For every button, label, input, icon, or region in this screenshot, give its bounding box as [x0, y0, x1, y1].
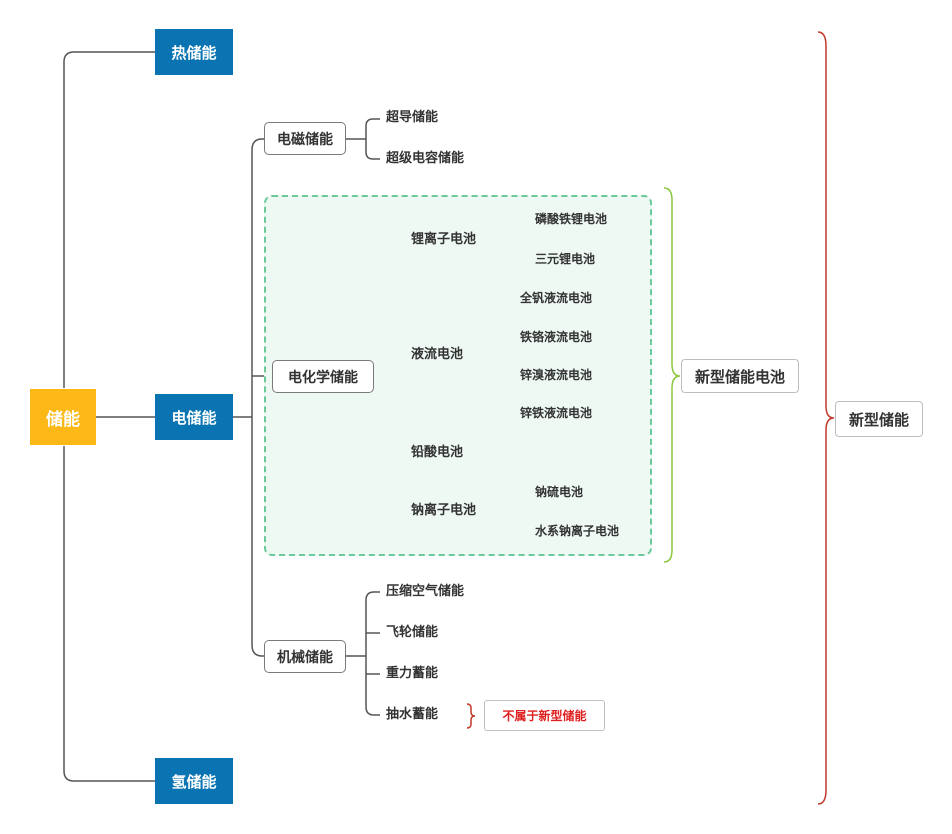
- electric-storage-label: 电储能: [171, 408, 217, 427]
- flow-child-item[interactable]: 锌铁液流电池: [520, 406, 593, 420]
- mechanical-storage-label: 机械储能: [277, 649, 333, 666]
- sodium-child-item[interactable]: 钠硫电池: [535, 485, 584, 499]
- root-node[interactable]: 储能: [30, 389, 96, 445]
- brace-red-small: [466, 703, 476, 729]
- flow-child-item[interactable]: 铁铬液流电池: [520, 330, 593, 344]
- sodium-child-item[interactable]: 水系钠离子电池: [535, 524, 620, 538]
- electromagnetic-child-item[interactable]: 超导储能: [386, 110, 439, 125]
- sodium-ion-battery-node[interactable]: 钠离子电池: [411, 503, 477, 518]
- brace-green: [663, 187, 681, 563]
- lead-acid-battery-node[interactable]: 铅酸电池: [411, 445, 464, 460]
- mechanical-child-item[interactable]: 抽水蓄能: [386, 707, 439, 722]
- electrochemical-storage-node[interactable]: 电化学储能: [272, 360, 374, 393]
- new-storage-summary[interactable]: 新型储能: [835, 401, 923, 437]
- mechanical-child-item[interactable]: 重力蓄能: [386, 666, 439, 681]
- flow-battery-node[interactable]: 液流电池: [411, 347, 464, 362]
- hydrogen-storage-node[interactable]: 氢储能: [155, 758, 233, 804]
- flow-child-item[interactable]: 全钒液流电池: [520, 291, 593, 305]
- excluded-note[interactable]: 不属于新型储能: [484, 700, 605, 731]
- mechanical-child-item[interactable]: 压缩空气储能: [386, 584, 465, 599]
- lithium-ion-battery-node[interactable]: 锂离子电池: [411, 232, 477, 247]
- electrochemical-storage-label: 电化学储能: [288, 369, 358, 386]
- electromagnetic-storage-label: 电磁储能: [277, 131, 333, 148]
- root-label: 储能: [46, 409, 80, 430]
- electromagnetic-child-item[interactable]: 超级电容储能: [386, 151, 465, 166]
- mechanical-storage-node[interactable]: 机械储能: [264, 640, 346, 673]
- electromagnetic-storage-node[interactable]: 电磁储能: [264, 122, 346, 155]
- lithium-child-item[interactable]: 三元锂电池: [535, 252, 596, 266]
- hydrogen-storage-label: 氢储能: [171, 772, 217, 791]
- mechanical-child-item[interactable]: 飞轮储能: [386, 625, 439, 640]
- lithium-child-item[interactable]: 磷酸铁锂电池: [535, 212, 608, 226]
- thermal-storage-node[interactable]: 热储能: [155, 29, 233, 75]
- new-battery-summary[interactable]: 新型储能电池: [681, 359, 799, 393]
- thermal-storage-label: 热储能: [171, 43, 217, 62]
- brace-red: [817, 31, 835, 805]
- flow-child-item[interactable]: 锌溴液流电池: [520, 368, 593, 382]
- electric-storage-node[interactable]: 电储能: [155, 394, 233, 440]
